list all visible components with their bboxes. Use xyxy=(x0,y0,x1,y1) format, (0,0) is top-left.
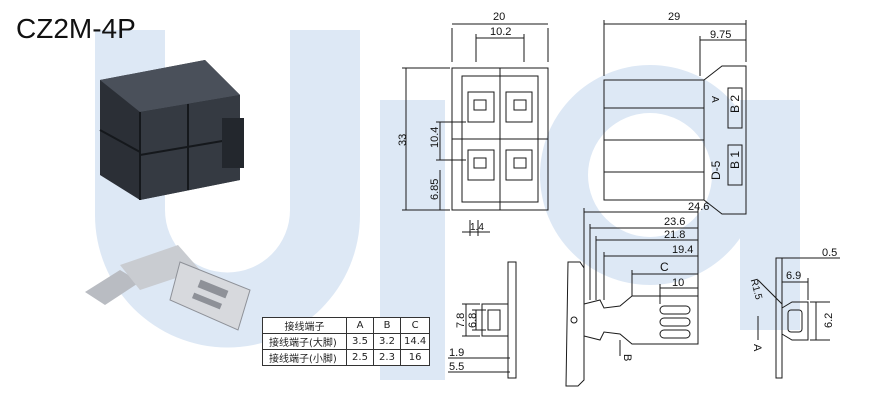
dim-left-78: 7.8 xyxy=(455,313,467,328)
table-cell: 3.5 xyxy=(346,333,374,350)
side-mark-b2: B 2 xyxy=(728,95,742,113)
connector-housing-photo xyxy=(99,60,244,200)
dim-left-55: 5.5 xyxy=(449,361,464,373)
side-mark-d5: D-5 xyxy=(709,160,723,180)
dim-terminal-10: 10 xyxy=(672,277,684,289)
dim-end-05: 0.5 xyxy=(822,247,837,259)
dim-terminal-218: 21.8 xyxy=(664,229,685,241)
dim-terminal-246: 24.6 xyxy=(688,201,709,213)
table-header-cell: A xyxy=(346,317,374,334)
dim-front-height: 33 xyxy=(397,134,409,146)
dim-front-mid: 10.4 xyxy=(429,127,441,148)
dim-front-pin: 1.4 xyxy=(470,222,484,233)
dim-front-inner: 10.2 xyxy=(490,26,511,38)
table-header-row: 接线端子 A B C xyxy=(262,317,431,334)
table-header-cell: B xyxy=(373,317,401,334)
terminal-front-view-drawing xyxy=(448,261,517,379)
table-cell: 接线端子(大脚) xyxy=(262,333,347,350)
terminal-photo xyxy=(85,245,251,331)
table-row: 接线端子(大脚) 3.5 3.2 14.4 xyxy=(262,333,431,350)
dim-terminal-236: 23.6 xyxy=(664,216,685,228)
dim-front-width: 20 xyxy=(493,11,505,23)
table-cell: 14.4 xyxy=(399,333,431,350)
table-header-cell: C xyxy=(399,317,431,334)
table-row: 接线端子(小脚) 2.5 2.3 16 xyxy=(262,349,431,366)
table-cell: 2.3 xyxy=(373,349,401,366)
title: CZ2M-4P xyxy=(16,13,136,44)
table-cell: 接线端子(小脚) xyxy=(262,349,347,366)
dim-side-length: 29 xyxy=(668,11,680,23)
side-mark-top: A xyxy=(709,96,720,103)
side-view-drawing xyxy=(603,20,747,215)
dim-side-latch: 9.75 xyxy=(710,29,731,41)
terminal-side-view-drawing xyxy=(565,208,699,387)
end-label-a: A xyxy=(751,344,763,352)
dim-end-62: 6.2 xyxy=(823,313,835,328)
side-mark-b1: B 1 xyxy=(728,151,742,169)
table-cell: 16 xyxy=(399,349,431,366)
terminal-spec-table: 接线端子 A B C 接线端子(大脚) 3.5 3.2 14.4 接线端子(小脚… xyxy=(262,317,431,366)
dim-left-68: 6.8 xyxy=(467,313,479,328)
dim-end-r15: R1.5 xyxy=(748,278,764,302)
dim-left-19: 1.9 xyxy=(449,347,464,359)
dim-front-lower: 6.85 xyxy=(429,179,441,200)
dim-end-69: 6.9 xyxy=(786,270,801,282)
dim-terminal-194: 19.4 xyxy=(672,244,693,256)
terminal-end-view-drawing xyxy=(757,257,840,379)
table-cell: 3.2 xyxy=(373,333,401,350)
table-header-cell: 接线端子 xyxy=(262,317,347,334)
terminal-label-b: B xyxy=(621,354,633,361)
dim-terminal-c: C xyxy=(660,260,669,274)
table-cell: 2.5 xyxy=(346,349,374,366)
front-view-drawing xyxy=(402,23,549,236)
